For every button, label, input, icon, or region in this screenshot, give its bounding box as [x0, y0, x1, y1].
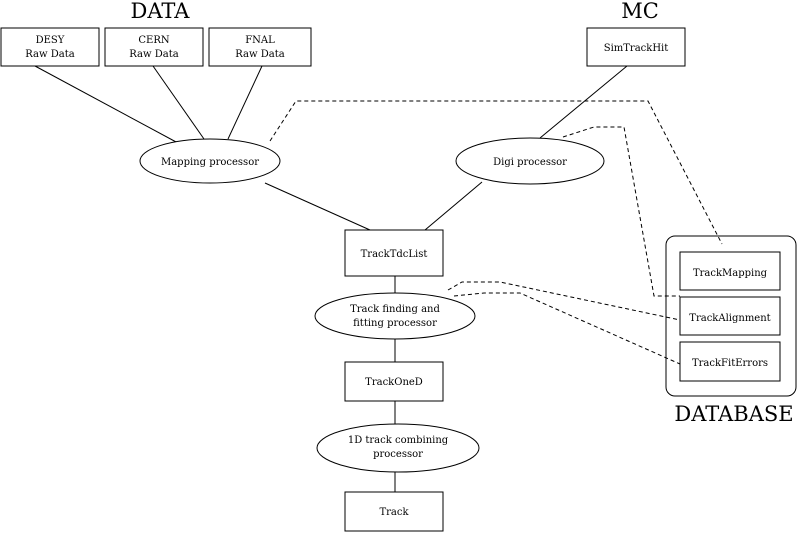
- dashed-connectors: [269, 100, 723, 365]
- cern-label-line1: CERN: [138, 35, 169, 46]
- track-finding-label-line2: fitting processor: [353, 318, 437, 329]
- node-trackoned: TrackOneD: [344, 361, 444, 402]
- fnal-label-line2: Raw Data: [235, 49, 284, 60]
- node-track: Track: [344, 491, 444, 532]
- desy-label-line2: Raw Data: [25, 49, 74, 60]
- mapping-processor-label: Mapping processor: [161, 157, 259, 168]
- trackalignment-label: TrackAlignment: [689, 313, 770, 324]
- edge-fnal-mapping: [227, 65, 263, 140]
- db-item-trackalignment: TrackAlignment: [679, 296, 781, 336]
- desy-label-line1: DESY: [36, 35, 65, 46]
- node-desy: DESY Raw Data: [0, 27, 100, 67]
- digi-processor-label: Digi processor: [493, 157, 567, 168]
- heading-data: DATA: [131, 0, 191, 23]
- node-simtrackhit: SimTrackHit: [586, 27, 686, 67]
- edge-desy-mapping: [34, 65, 179, 144]
- combining-label-line2: processor: [373, 449, 423, 460]
- simtrackhit-label: SimTrackHit: [604, 43, 669, 54]
- database-group: TrackMapping TrackAlignment TrackFitErro…: [665, 235, 797, 397]
- edge-finding-alignment: [447, 281, 681, 321]
- node-tracktdclist: TrackTdcList: [344, 229, 444, 277]
- trackfiterrors-label: TrackFitErrors: [692, 358, 768, 369]
- combining-label-line1: 1D track combining: [348, 435, 449, 446]
- heading-database: DATABASE: [674, 402, 793, 426]
- database-frame: [665, 235, 797, 397]
- trackmapping-label: TrackMapping: [693, 268, 768, 279]
- fnal-label-line1: FNAL: [245, 35, 275, 46]
- db-item-trackmapping: TrackMapping: [679, 251, 781, 291]
- edge-finding-fiterrors: [453, 292, 681, 365]
- node-mapping-processor: Mapping processor: [139, 138, 281, 184]
- track-finding-label-line1: Track finding and: [350, 304, 440, 315]
- track-label: Track: [379, 507, 409, 518]
- edge-cern-mapping: [152, 65, 205, 140]
- cern-label-line2: Raw Data: [129, 49, 178, 60]
- solid-connectors: [34, 65, 628, 492]
- db-item-trackfiterrors: TrackFitErrors: [679, 341, 781, 382]
- edge-simtrackhit-digi: [539, 65, 628, 139]
- node-combining-processor: 1D track combining processor: [316, 423, 480, 473]
- edge-mapping-db: [269, 100, 723, 245]
- edge-digi-db: [562, 126, 680, 297]
- node-digi-processor: Digi processor: [455, 137, 605, 185]
- node-fnal: FNAL Raw Data: [208, 27, 312, 67]
- node-cern: CERN Raw Data: [104, 27, 204, 67]
- edge-digi-tdclist: [424, 181, 483, 231]
- trackoned-label: TrackOneD: [365, 377, 423, 388]
- edge-mapping-tdclist: [264, 182, 371, 231]
- tracktdclist-label: TrackTdcList: [361, 249, 428, 260]
- node-track-finding-processor: Track finding and fitting processor: [314, 292, 476, 340]
- heading-mc: MC: [621, 0, 659, 23]
